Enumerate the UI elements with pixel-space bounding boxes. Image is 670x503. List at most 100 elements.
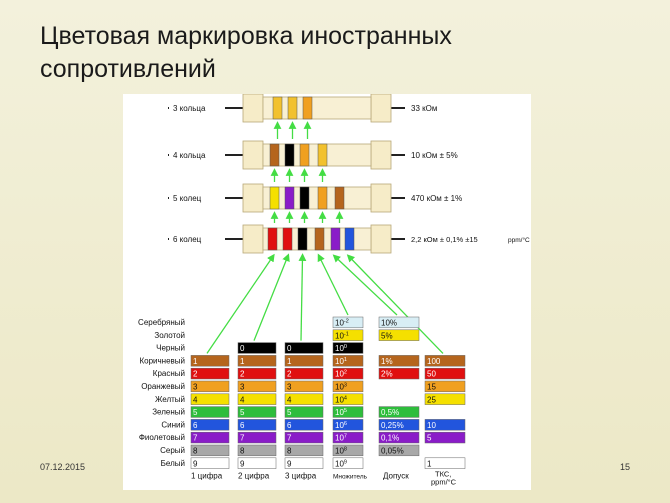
color-band [269, 186, 280, 210]
digit3-cell [284, 393, 324, 405]
digit3-cell [284, 342, 324, 354]
tks-text: 10 [427, 421, 436, 430]
digit2-cell [237, 457, 277, 469]
color-band [284, 143, 295, 167]
tolerance-text: 10% [381, 319, 397, 328]
multiplier-text: 10-2 [335, 319, 349, 328]
digit2-cell [237, 406, 277, 418]
color-band [282, 227, 293, 251]
color-band [272, 96, 283, 120]
tolerance-cell [378, 367, 420, 380]
multiplier-text: 108 [335, 447, 347, 456]
digit1-cell [190, 419, 230, 431]
color-band [317, 143, 328, 167]
multiplier-cell [332, 329, 364, 341]
digit2-text: 0 [240, 344, 245, 353]
tks-cell [424, 419, 466, 431]
color-band [297, 227, 308, 251]
multiplier-cell [332, 431, 364, 444]
tolerance-cell [378, 431, 420, 444]
color-name: Золотой [154, 331, 185, 340]
color-band [269, 143, 280, 167]
digit3-text: 3 [287, 383, 292, 392]
digit3-cell [284, 419, 324, 431]
multiplier-cell [332, 342, 364, 354]
multiplier-cell [332, 316, 364, 329]
column-label-tks-unit: ppm/°C [431, 478, 457, 487]
digit3-text: 6 [287, 421, 292, 430]
color-name: Серебряный [138, 318, 185, 327]
multiplier-text: 102 [335, 370, 347, 379]
resistor-value: 10 кОм ± 5% [411, 151, 458, 160]
digit3-text: 5 [287, 408, 292, 417]
resistor-value: 470 кОм ± 1% [411, 194, 462, 203]
color-band [267, 227, 278, 251]
tolerance-text: 2% [381, 370, 393, 379]
resistor-value-bg [405, 232, 529, 246]
title-line-1: Цветовая маркировка иностранных [40, 22, 452, 50]
resistor-label: 4 кольца [173, 151, 206, 160]
color-name: Оранжевый [141, 382, 185, 391]
title-line-2: сопротивлений [40, 55, 216, 83]
resistor-value: 2,2 кОм ± 0,1% ±15 [411, 235, 478, 244]
multiplier-exponent: 9 [344, 459, 347, 465]
digit2-text: 2 [240, 370, 245, 379]
digit2-text: 6 [240, 421, 245, 430]
digit1-text: 7 [193, 434, 198, 443]
multiplier-cell [332, 419, 364, 431]
column-label-tolerance: Допуск [383, 472, 409, 481]
color-name: Желтый [155, 395, 185, 404]
multiplier-exponent: 8 [344, 447, 347, 453]
color-band [284, 186, 295, 210]
multiplier-exponent: 6 [344, 421, 347, 427]
multiplier-text: 10-1 [335, 331, 349, 340]
digit1-cell [190, 444, 230, 457]
color-band [334, 186, 345, 210]
digit1-text: 5 [193, 408, 198, 417]
digit2-cell [237, 355, 277, 367]
resistor-end-cap [370, 94, 392, 123]
tks-cell [424, 367, 466, 380]
digit3-cell [284, 380, 324, 393]
column-label-digit3: 3 цифра [285, 472, 317, 481]
multiplier-exponent: 2 [344, 370, 347, 376]
multiplier-exponent: 7 [344, 434, 347, 440]
tolerance-cell [378, 355, 420, 367]
color-name: Синий [161, 420, 185, 429]
color-name: Фиолетовый [139, 433, 185, 442]
digit2-text: 9 [240, 459, 245, 468]
tks-text: 25 [427, 395, 436, 404]
digit3-text: 8 [287, 447, 292, 456]
column-label-multiplier: Множитель [333, 474, 368, 481]
tolerance-cell [378, 316, 420, 329]
digit2-cell [237, 380, 277, 393]
multiplier-exponent: -2 [344, 319, 349, 325]
resistor-label: 5 колец [173, 194, 202, 203]
digit3-text: 9 [287, 459, 292, 468]
digit1-cell [190, 431, 230, 444]
resistor-end-cap [242, 140, 264, 170]
digit1-text: 6 [193, 421, 198, 430]
resistor-label-bg [169, 101, 225, 115]
color-band [314, 227, 325, 251]
column-arrow [346, 254, 444, 354]
column-label-digit2: 2 цифра [238, 472, 270, 481]
tks-text: 1 [427, 459, 432, 468]
multiplier-exponent: 1 [344, 357, 347, 363]
color-band [302, 96, 313, 120]
digit2-text: 5 [240, 408, 245, 417]
digit3-cell [284, 406, 324, 418]
multiplier-cell [332, 355, 364, 367]
multiplier-cell [332, 380, 364, 393]
column-label-digit1: 1 цифра [191, 472, 223, 481]
tolerance-cell [378, 329, 420, 341]
multiplier-exponent: 3 [344, 383, 347, 389]
color-band [299, 143, 310, 167]
tolerance-cell [378, 444, 420, 457]
tks-text: 50 [427, 370, 436, 379]
multiplier-text: 104 [335, 395, 347, 404]
column-arrow [253, 253, 290, 341]
digit2-cell [237, 393, 277, 405]
color-name: Серый [160, 446, 185, 455]
